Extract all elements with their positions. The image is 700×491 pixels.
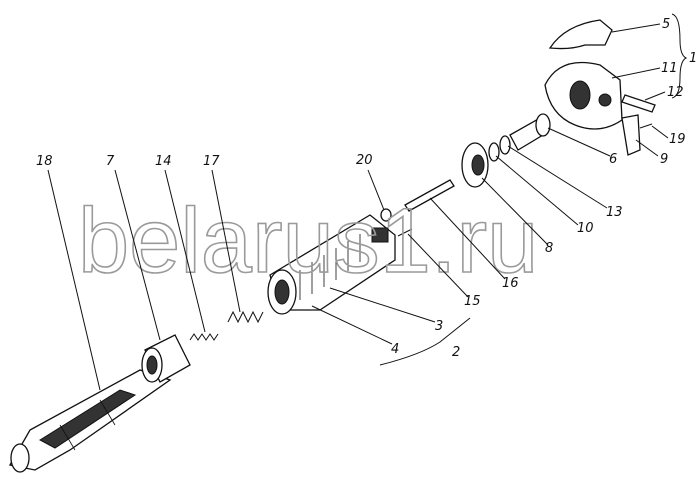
part-6-bolt xyxy=(509,113,551,151)
part-8-gear xyxy=(461,142,489,188)
part-15-pin xyxy=(397,228,413,237)
part-14-spring xyxy=(189,333,219,341)
leader-lines xyxy=(47,13,688,391)
watermark: belarus1.ru xyxy=(78,190,538,292)
label-3: 3 xyxy=(435,319,443,334)
part-19-screw xyxy=(639,123,653,129)
part-5-lever xyxy=(548,19,613,50)
label-10: 10 xyxy=(577,221,594,236)
part-17-spring xyxy=(227,310,264,324)
label-9: 9 xyxy=(660,152,668,167)
part-7-sleeve xyxy=(141,334,191,383)
label-6: 6 xyxy=(609,152,617,167)
label-2: 2 xyxy=(452,345,460,360)
label-4: 4 xyxy=(391,342,399,357)
label-11: 11 xyxy=(661,61,678,76)
label-12: 12 xyxy=(667,85,684,100)
label-17: 17 xyxy=(203,154,220,169)
part-16-rod xyxy=(404,179,455,212)
label-5: 5 xyxy=(662,17,670,32)
label-13: 13 xyxy=(606,205,623,220)
label-7: 7 xyxy=(106,154,115,169)
part-11-housing xyxy=(544,61,623,130)
label-16: 16 xyxy=(502,276,519,291)
label-14: 14 xyxy=(155,154,172,169)
part-3-4-gear-body xyxy=(267,214,396,315)
label-19: 19 xyxy=(669,132,686,147)
label-15: 15 xyxy=(464,294,481,309)
label-20: 20 xyxy=(356,153,373,168)
part-12-pin xyxy=(621,94,656,113)
label-18: 18 xyxy=(36,154,53,169)
part-9-plate xyxy=(621,114,641,156)
part-10-13-rings xyxy=(488,135,511,162)
part-20-washer xyxy=(380,208,392,222)
part-18-shaft xyxy=(8,369,172,473)
label-8: 8 xyxy=(545,241,553,256)
label-1: 1 xyxy=(689,51,697,66)
